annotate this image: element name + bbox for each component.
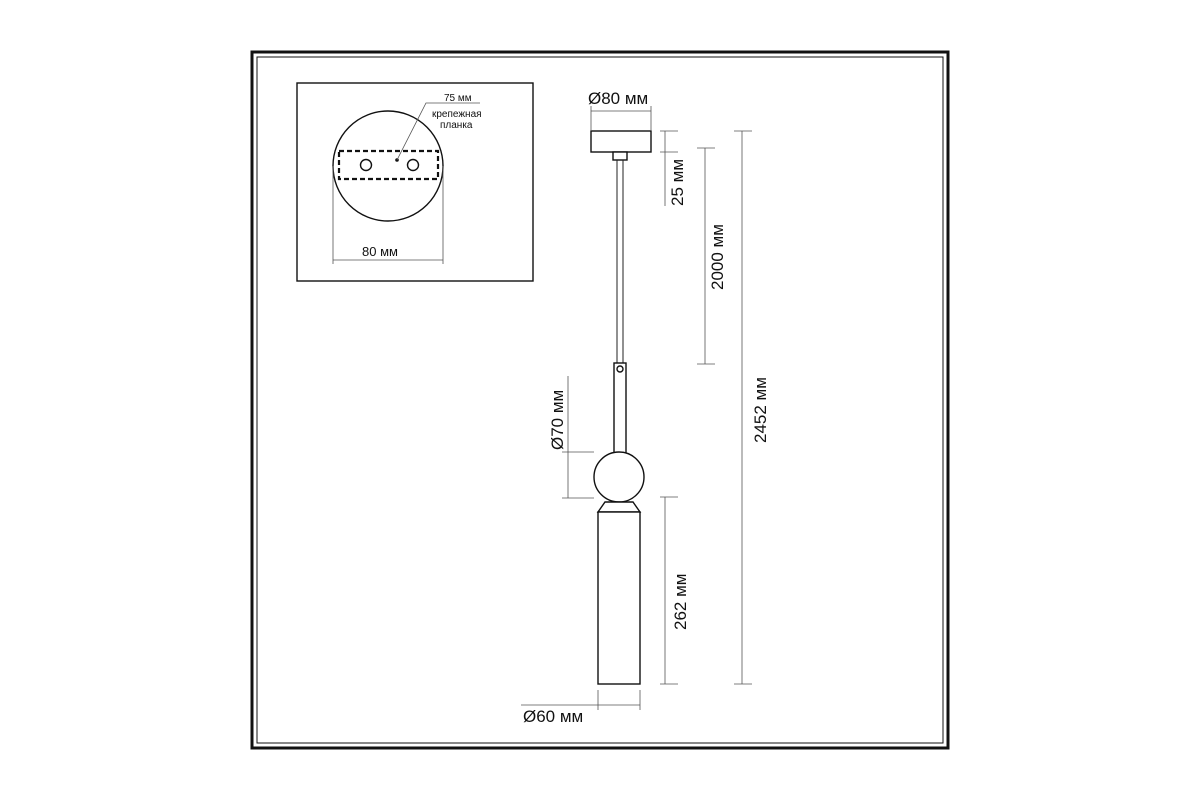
canopy-top-view bbox=[332, 110, 444, 222]
mounting-plate-inset: 75 мм крепежная планка 80 мм bbox=[296, 82, 534, 282]
canopy bbox=[590, 130, 652, 153]
glass-ball bbox=[593, 451, 645, 503]
inset-width-label: 80 мм bbox=[362, 244, 398, 259]
shade-collar bbox=[596, 501, 642, 513]
dim-total-height: 2452 мм bbox=[751, 377, 770, 443]
plate-label-line1: крепежная bbox=[432, 109, 482, 120]
dim-canopy-diameter: Ø80 мм bbox=[588, 89, 648, 108]
inner-frame bbox=[256, 56, 944, 744]
dim-shade-diameter: Ø60 мм bbox=[523, 707, 583, 726]
screw-hole-right bbox=[406, 158, 420, 172]
pendant-lamp bbox=[590, 130, 652, 685]
canopy-clamp bbox=[612, 151, 628, 161]
plate-label-line2: планка bbox=[440, 120, 473, 131]
dimensions: Ø80 мм 25 мм 2000 мм 2452 мм Ø70 мм 262 … bbox=[521, 89, 770, 726]
dim-ball-diameter: Ø70 мм bbox=[548, 390, 567, 450]
dim-cable-length: 2000 мм bbox=[708, 224, 727, 290]
inset-frame bbox=[296, 82, 534, 282]
dim-shade-height: 262 мм bbox=[671, 574, 690, 630]
plate-leader bbox=[396, 102, 480, 161]
plate-dim-label: 75 мм bbox=[444, 93, 472, 104]
cylinder-shade bbox=[597, 511, 641, 685]
dim-canopy-height: 25 мм bbox=[668, 159, 687, 206]
screw-hole-left bbox=[359, 158, 373, 172]
outer-frame bbox=[250, 50, 950, 750]
stem bbox=[613, 362, 627, 456]
mounting-plate bbox=[337, 149, 440, 181]
stem-screw bbox=[616, 365, 624, 373]
